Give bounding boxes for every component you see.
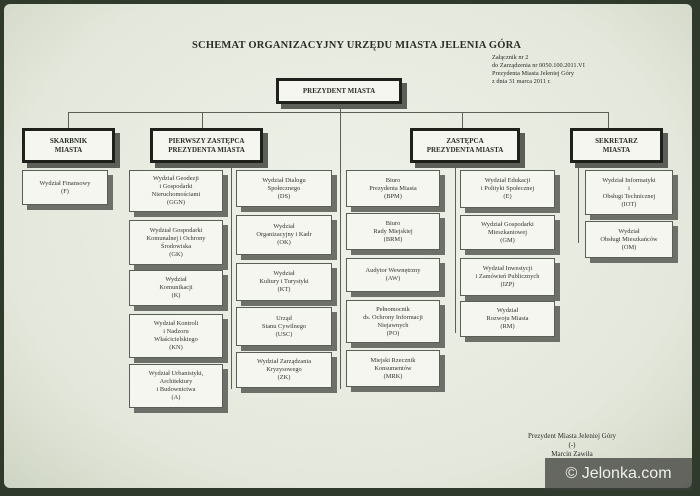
unit-box: Wydział Kultury i Turystyki (KT) bbox=[236, 263, 332, 301]
unit-box: Wydział Finansowy (F) bbox=[22, 170, 108, 205]
unit-box: Wydział Inwestycji i Zamówień Publicznyc… bbox=[460, 258, 555, 296]
unit-box: Wydział Zarządzania Kryzysowego (ZK) bbox=[236, 352, 332, 388]
connector-line bbox=[340, 104, 341, 389]
unit-box: Urząd Stanu Cywilnego (USC) bbox=[236, 307, 332, 346]
watermark: © Jelonka.com bbox=[545, 458, 692, 490]
unit-box: Miejski Rzecznik Konsumentów (MRK) bbox=[346, 350, 440, 387]
first-deputy-box: PIERWSZY ZASTĘPCA PREZYDENTA MIASTA bbox=[150, 128, 263, 163]
unit-box: Wydział Komunikacji (K) bbox=[129, 270, 223, 306]
org-chart-document: SCHEMAT ORGANIZACYJNY URZĘDU MIASTA JELE… bbox=[4, 4, 692, 488]
connector-line bbox=[231, 163, 232, 389]
connector-line bbox=[68, 112, 608, 113]
unit-box: Wydział Gospodarki Mieszkaniowej (GM) bbox=[460, 215, 555, 250]
connector-line bbox=[202, 112, 203, 128]
deputy-box: ZASTĘPCA PREZYDENTA MIASTA bbox=[410, 128, 520, 163]
unit-box: Wydział Edukacji i Polityki Społecznej (… bbox=[460, 170, 555, 208]
connector-line bbox=[578, 163, 579, 243]
unit-box: Wydział Geodezji i Gospodarki Nieruchomo… bbox=[129, 170, 223, 212]
unit-box: Biuro Prezydenta Miasta (BPM) bbox=[346, 170, 440, 207]
connector-line bbox=[455, 163, 456, 333]
chart-title: SCHEMAT ORGANIZACYJNY URZĘDU MIASTA JELE… bbox=[192, 40, 522, 51]
unit-box: Wydział Organizacyjny i Kadr (OK) bbox=[236, 215, 332, 255]
skarbnik-box: SKARBNIK MIASTA bbox=[22, 128, 115, 163]
unit-box: Wydział Dialogu Społecznego (DS) bbox=[236, 170, 332, 207]
unit-box: Wydział Informatyki i Obsługi Techniczne… bbox=[585, 170, 673, 215]
secretary-box: SEKRETARZ MIASTA bbox=[570, 128, 663, 163]
annex-note: Załącznik nr 2 do Zarządzenia nr 0050.10… bbox=[492, 54, 585, 85]
unit-box: Wydział Gospodarki Komunalnej i Ochrony … bbox=[129, 220, 223, 265]
unit-box: Wydział Rozwoju Miasta (RM) bbox=[460, 301, 555, 337]
president-box: PREZYDENT MIASTA bbox=[276, 78, 402, 104]
unit-box: Wydział Obsługi Mieszkańców (OM) bbox=[585, 221, 673, 258]
unit-box: Biuro Rady Miejskiej (BRM) bbox=[346, 213, 440, 250]
unit-box: Audytor Wewnętrzny (AW) bbox=[346, 258, 440, 292]
unit-box: Pełnomocnik ds. Ochrony Informacji Nieja… bbox=[346, 300, 440, 343]
unit-box: Wydział Kontroli i Nadzoru Właścicielski… bbox=[129, 314, 223, 358]
connector-line bbox=[462, 112, 463, 128]
connector-line bbox=[608, 112, 609, 128]
connector-line bbox=[68, 112, 69, 128]
unit-box: Wydział Urbanistyki, Architektury i Budo… bbox=[129, 364, 223, 408]
signature: Prezydent Miasta Jeleniej Góry (-) Marci… bbox=[527, 432, 617, 458]
